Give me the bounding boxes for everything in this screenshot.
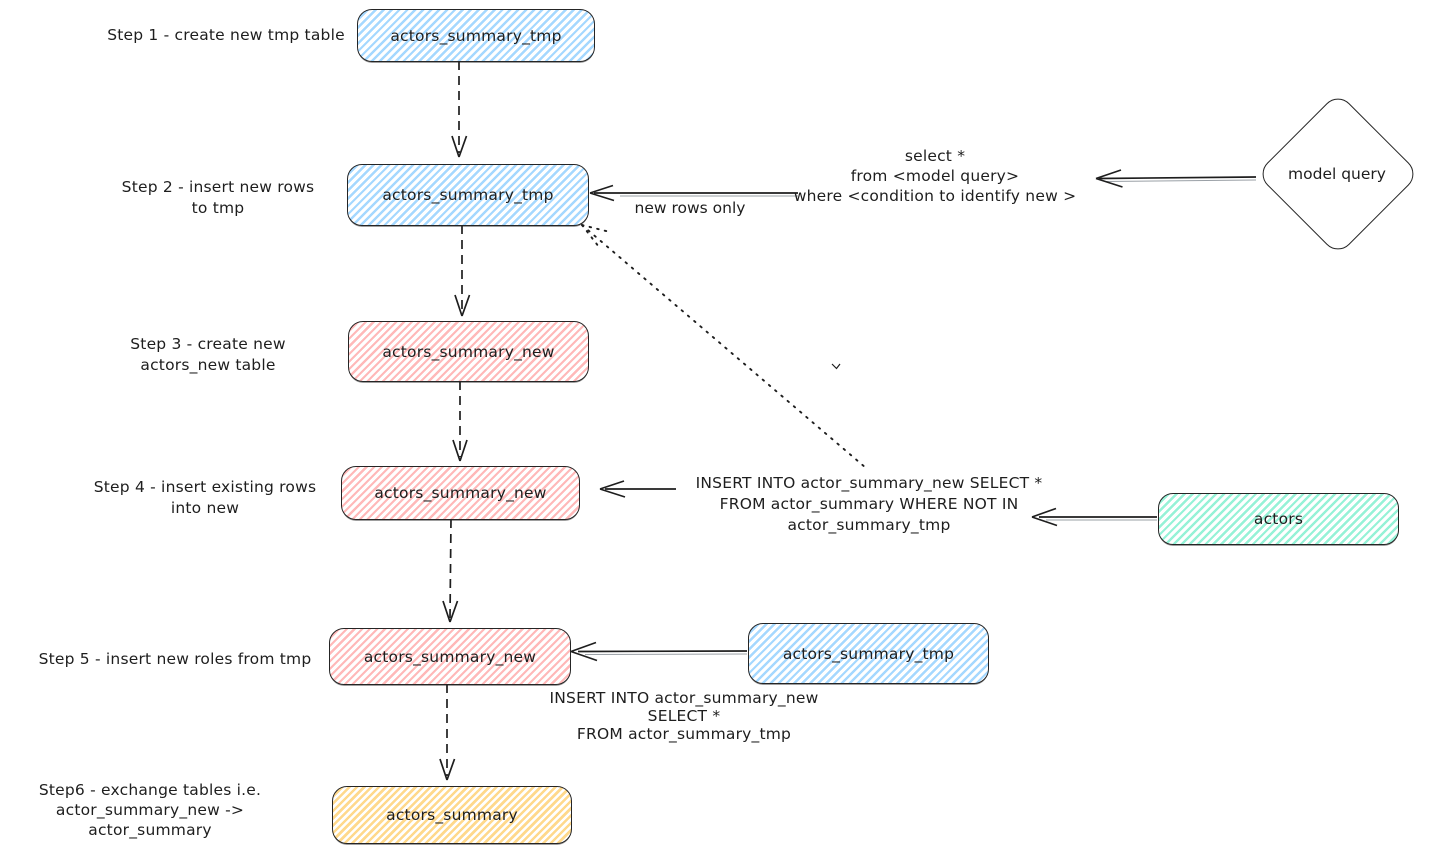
step4-label-line1: Step 4 - insert existing rows <box>93 478 317 496</box>
arrow-insert-into-step4 <box>599 480 676 498</box>
step2-label-line2: to tmp <box>191 199 245 217</box>
node-step5-tmp-source[interactable]: actors_summary_tmp <box>748 623 989 684</box>
step5-label-text: Step 5 - insert new roles from tmp <box>38 650 312 668</box>
arrow-step4-to-step5 <box>442 518 459 623</box>
insert-query-step5-line1: INSERT INTO actor_summary_new <box>549 689 819 707</box>
arrow-step3-to-step4 <box>452 381 468 462</box>
select-query-line3: where <condition to identify new > <box>793 187 1077 205</box>
node-actors-source[interactable]: actors <box>1158 493 1399 545</box>
step4-label-line2: into new <box>170 499 240 517</box>
step3-label-line1: Step 3 - create new <box>130 335 286 353</box>
node-label: actors_summary_tmp <box>390 26 562 45</box>
insert-query-step5-line2: SELECT * <box>647 707 721 725</box>
insert-query-step5-line3: FROM actor_summary_tmp <box>576 725 792 743</box>
arrow-step2-to-step3 <box>454 225 471 317</box>
insert-query-step4-text: INSERT INTO actor_summary_new SELECT * F… <box>678 473 1060 536</box>
select-query-text: select * from <model query> where <condi… <box>760 146 1110 206</box>
node-step6-summary-table[interactable]: actors_summary <box>332 786 572 844</box>
arrow-tmp-to-step5 <box>570 641 748 662</box>
insert-query-step5-text: INSERT INTO actor_summary_new SELECT * F… <box>528 689 840 743</box>
insert-query-step4-line3: actor_summary_tmp <box>787 516 951 534</box>
step5-label: Step 5 - insert new roles from tmp <box>30 649 320 670</box>
arrow-model-query-to-select <box>1095 169 1257 188</box>
node-model-query-label: model query <box>1288 165 1386 183</box>
select-query-line2: from <model query> <box>850 167 1020 185</box>
stray-mark <box>831 363 841 370</box>
step1-label-text: Step 1 - create new tmp table <box>107 26 345 44</box>
step2-label-line1: Step 2 - insert new rows <box>121 178 315 196</box>
step6-label-line2: actor_summary_new -> actor_summary <box>55 801 245 839</box>
node-step2-tmp-table[interactable]: actors_summary_tmp <box>347 164 589 226</box>
dotted-link-step2-to-insert <box>581 224 867 469</box>
insert-query-step4-line1: INSERT INTO actor_summary_new SELECT * <box>695 474 1043 492</box>
node-label: actors <box>1253 510 1304 528</box>
step1-label: Step 1 - create new tmp table <box>95 25 357 46</box>
step6-label: Step6 - exchange tables i.e. actor_summa… <box>0 780 300 840</box>
step6-label-line1: Step6 - exchange tables i.e. <box>38 781 262 799</box>
node-step5-new-table[interactable]: actors_summary_new <box>329 628 571 685</box>
node-label: actors_summary <box>386 806 518 824</box>
edge-label-new-rows-only: new rows only <box>634 199 746 217</box>
node-label: actors_summary_new <box>382 342 555 361</box>
arrow-step1-to-step2 <box>451 61 468 158</box>
node-step4-new-table[interactable]: actors_summary_new <box>341 466 580 520</box>
node-label: actors_summary_new <box>374 484 547 502</box>
step2-label: Step 2 - insert new rows to tmp <box>93 177 343 219</box>
node-label: actors_summary_new <box>363 647 537 666</box>
node-step1-tmp-table[interactable]: actors_summary_tmp <box>357 9 595 62</box>
node-label: actors_summary_tmp <box>382 186 554 204</box>
step3-label: Step 3 - create new actors_new table <box>83 334 333 376</box>
select-query-line1: select * <box>904 147 966 165</box>
node-label: actors_summary_tmp <box>782 644 955 663</box>
step3-label-line2: actors_new table <box>140 356 276 374</box>
node-step3-new-table[interactable]: actors_summary_new <box>348 321 589 382</box>
insert-query-step4-line2: FROM actor_summary WHERE NOT IN <box>719 495 1019 513</box>
step4-label: Step 4 - insert existing rows into new <box>80 477 330 519</box>
arrow-step5-to-step6 <box>439 684 456 781</box>
